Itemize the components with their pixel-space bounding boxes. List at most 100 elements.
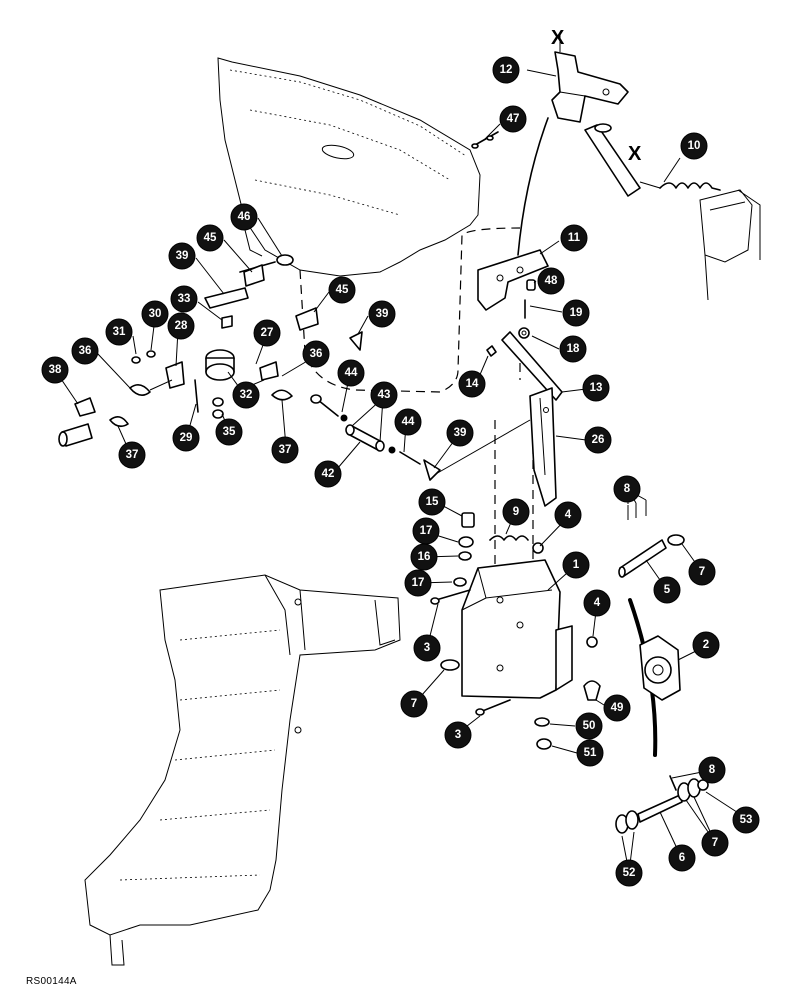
callout-43: 43 bbox=[370, 381, 398, 409]
cross-reference-mark-top: X bbox=[551, 27, 565, 49]
callout-6: 6 bbox=[668, 844, 696, 872]
callout-3-a: 3 bbox=[413, 634, 441, 662]
callout-15: 15 bbox=[418, 488, 446, 516]
svg-text:44: 44 bbox=[345, 367, 358, 379]
callout-30: 30 bbox=[141, 300, 169, 328]
callout-50: 50 bbox=[575, 712, 603, 740]
svg-text:46: 46 bbox=[238, 211, 251, 223]
callout-17-b: 17 bbox=[404, 569, 432, 597]
callout-47: 47 bbox=[499, 105, 527, 133]
link-rod-and-spring bbox=[584, 123, 721, 197]
callout-1: 1 bbox=[562, 551, 590, 579]
svg-text:14: 14 bbox=[466, 378, 479, 390]
svg-text:32: 32 bbox=[240, 389, 253, 401]
callout-2: 2 bbox=[692, 631, 720, 659]
svg-text:49: 49 bbox=[611, 702, 624, 714]
upper-bracket bbox=[551, 35, 629, 123]
svg-text:29: 29 bbox=[180, 432, 193, 444]
callout-13: 13 bbox=[582, 374, 610, 402]
svg-text:13: 13 bbox=[590, 382, 603, 394]
callout-35: 35 bbox=[215, 418, 243, 446]
callout-45-b: 45 bbox=[328, 276, 356, 304]
callout-leaders bbox=[54, 69, 747, 873]
control-lever-arm bbox=[433, 331, 563, 507]
svg-text:45: 45 bbox=[336, 284, 349, 296]
svg-text:17: 17 bbox=[420, 525, 433, 537]
svg-text:45: 45 bbox=[204, 232, 217, 244]
callout-44-a: 44 bbox=[337, 359, 365, 387]
svg-text:35: 35 bbox=[223, 426, 236, 438]
svg-text:17: 17 bbox=[412, 577, 425, 589]
callout-51: 51 bbox=[576, 739, 604, 767]
svg-text:48: 48 bbox=[545, 275, 558, 287]
svg-text:2: 2 bbox=[703, 639, 709, 651]
callout-44-b: 44 bbox=[394, 408, 422, 436]
callout-18: 18 bbox=[559, 335, 587, 363]
phantom-outline-left bbox=[299, 227, 521, 393]
svg-text:39: 39 bbox=[376, 308, 389, 320]
svg-text:50: 50 bbox=[583, 720, 596, 732]
callout-39-b: 39 bbox=[368, 300, 396, 328]
svg-text:37: 37 bbox=[126, 449, 139, 461]
callout-10: 10 bbox=[680, 132, 708, 160]
callout-48: 48 bbox=[537, 267, 565, 295]
svg-text:39: 39 bbox=[176, 250, 189, 262]
svg-text:37: 37 bbox=[279, 444, 292, 456]
callout-45-a: 45 bbox=[196, 224, 224, 252]
callout-8-b: 8 bbox=[698, 756, 726, 784]
chassis-frame bbox=[84, 574, 401, 966]
svg-text:44: 44 bbox=[402, 416, 415, 428]
svg-text:12: 12 bbox=[500, 64, 513, 76]
callout-8-a: 8 bbox=[613, 475, 641, 503]
callout-42: 42 bbox=[314, 460, 342, 488]
callout-52: 52 bbox=[615, 859, 643, 887]
svg-text:42: 42 bbox=[322, 468, 335, 480]
callout-7-a: 7 bbox=[688, 558, 716, 586]
figure-reference-code: RS00144A bbox=[26, 976, 77, 987]
svg-text:4: 4 bbox=[594, 597, 601, 609]
svg-text:26: 26 bbox=[592, 434, 605, 446]
callout-32: 32 bbox=[232, 381, 260, 409]
pivot-pin-assembly bbox=[586, 500, 685, 648]
callout-14: 14 bbox=[458, 370, 486, 398]
svg-text:53: 53 bbox=[740, 814, 753, 826]
callout-46: 46 bbox=[230, 203, 258, 231]
hardware-upper-base bbox=[453, 512, 544, 587]
callout-5: 5 bbox=[653, 576, 681, 604]
callout-4-a: 4 bbox=[554, 501, 582, 529]
callout-39-c: 39 bbox=[446, 419, 474, 447]
callout-37-b: 37 bbox=[271, 436, 299, 464]
svg-text:9: 9 bbox=[513, 506, 519, 518]
callout-39-a: 39 bbox=[168, 242, 196, 270]
svg-text:15: 15 bbox=[426, 496, 439, 508]
callout-49: 49 bbox=[603, 694, 631, 722]
callout-28: 28 bbox=[167, 312, 195, 340]
lower-pin-assembly bbox=[615, 775, 709, 834]
cable-hub bbox=[639, 635, 681, 701]
callout-7-c: 7 bbox=[701, 829, 729, 857]
callout-37-a: 37 bbox=[118, 441, 146, 469]
svg-text:7: 7 bbox=[699, 566, 705, 578]
upper-control-cable bbox=[517, 117, 549, 256]
svg-text:3: 3 bbox=[424, 642, 430, 654]
svg-text:31: 31 bbox=[113, 326, 126, 338]
callout-38: 38 bbox=[41, 356, 69, 384]
callout-29: 29 bbox=[172, 424, 200, 452]
callout-17-a: 17 bbox=[412, 517, 440, 545]
callout-27: 27 bbox=[253, 319, 281, 347]
svg-text:28: 28 bbox=[175, 320, 188, 332]
callout-36-a: 36 bbox=[71, 337, 99, 365]
callout-4-b: 4 bbox=[583, 589, 611, 617]
svg-text:7: 7 bbox=[712, 837, 718, 849]
right-mount-bracket bbox=[699, 189, 761, 301]
svg-text:51: 51 bbox=[584, 747, 597, 759]
svg-text:27: 27 bbox=[261, 327, 274, 339]
svg-text:43: 43 bbox=[378, 389, 391, 401]
svg-text:38: 38 bbox=[49, 364, 62, 376]
svg-text:47: 47 bbox=[507, 113, 520, 125]
callout-9: 9 bbox=[502, 498, 530, 526]
callout-53: 53 bbox=[732, 806, 760, 834]
svg-text:16: 16 bbox=[418, 551, 431, 563]
svg-text:11: 11 bbox=[568, 232, 581, 244]
